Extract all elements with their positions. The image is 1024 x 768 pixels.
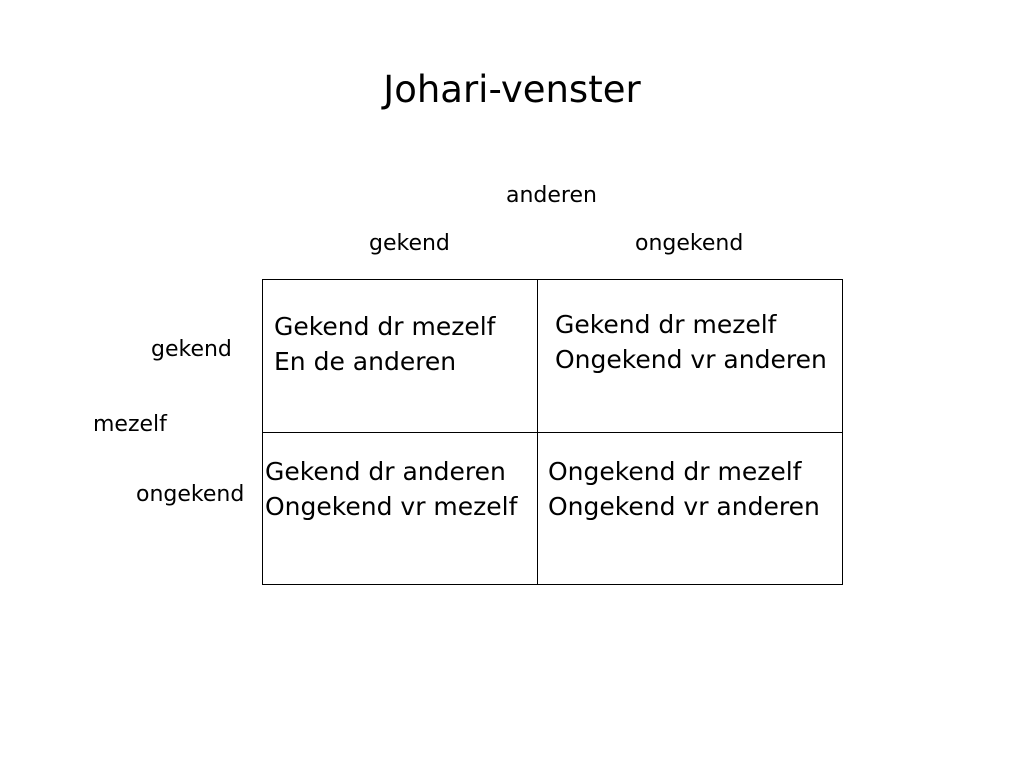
quadrant-blind-line1: Gekend dr anderen	[265, 457, 506, 486]
diagram-title: Johari-venster	[383, 68, 641, 111]
quadrant-hidden: Gekend dr mezelf Ongekend vr anderen	[555, 307, 827, 377]
quadrant-open-line1: Gekend dr mezelf	[274, 312, 496, 341]
axis-label-others-known: gekend	[369, 231, 450, 256]
axis-label-others-unknown: ongekend	[635, 231, 744, 256]
quadrant-open-line2: En de anderen	[274, 347, 457, 376]
grid-divider-horizontal	[263, 432, 842, 433]
quadrant-hidden-line1: Gekend dr mezelf	[555, 310, 777, 339]
axis-label-self-unknown: ongekend	[136, 482, 245, 507]
quadrant-unknown-line2: Ongekend vr anderen	[548, 492, 820, 521]
quadrant-blind: Gekend dr anderen Ongekend vr mezelf	[265, 454, 517, 524]
axis-label-self: mezelf	[93, 412, 167, 437]
quadrant-blind-line2: Ongekend vr mezelf	[265, 492, 518, 521]
quadrant-open: Gekend dr mezelf En de anderen	[274, 309, 495, 379]
quadrant-unknown-line1: Ongekend dr mezelf	[548, 457, 802, 486]
johari-grid: Gekend dr mezelf En de anderen Gekend dr…	[262, 279, 843, 585]
axis-label-self-known: gekend	[151, 337, 232, 362]
quadrant-unknown: Ongekend dr mezelf Ongekend vr anderen	[548, 454, 820, 524]
axis-label-others: anderen	[506, 183, 597, 208]
quadrant-hidden-line2: Ongekend vr anderen	[555, 345, 827, 374]
